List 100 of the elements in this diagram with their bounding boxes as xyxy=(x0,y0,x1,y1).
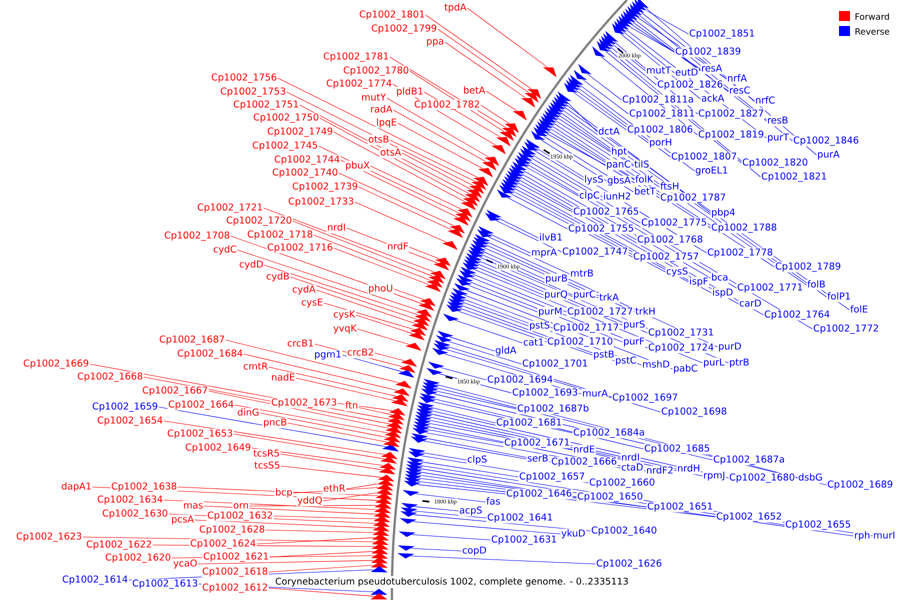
gene-label: tcsR5 xyxy=(253,450,279,457)
gene-label: Cp1002_1687a xyxy=(714,455,784,465)
leader-line xyxy=(496,220,562,252)
leader-line xyxy=(338,172,454,226)
leader-line xyxy=(430,410,729,478)
gene-label: ycaO xyxy=(173,559,197,568)
leader-line xyxy=(296,378,396,401)
leader-line xyxy=(468,284,538,312)
leader-line xyxy=(610,46,657,86)
gene-marker xyxy=(372,538,389,546)
gene-marker xyxy=(370,562,388,568)
gene-marker xyxy=(478,168,494,178)
gene-label: ftn xyxy=(345,401,358,408)
gene-label: Cp1002_1757 xyxy=(634,252,698,262)
gene-marker xyxy=(468,249,484,258)
gene-marker xyxy=(616,18,629,30)
leader-line xyxy=(444,354,582,394)
gene-label: cat1 xyxy=(524,338,544,346)
gene-label: resB xyxy=(768,116,788,124)
gene-label: pabC xyxy=(674,364,698,374)
gene-label: pcsA xyxy=(172,516,194,524)
gene-marker xyxy=(388,412,405,420)
gene-label: Cp1002_1839 xyxy=(676,47,740,57)
leader-line xyxy=(412,534,491,540)
leader-line xyxy=(422,452,467,460)
leader-line xyxy=(299,104,470,194)
leader-line xyxy=(577,87,671,158)
gene-label: Cp1002_1630 xyxy=(102,509,168,519)
leader-line xyxy=(424,92,501,138)
gene-label: nrdI xyxy=(328,223,345,231)
gene-marker xyxy=(372,529,390,536)
gene-label: dapA1 xyxy=(62,482,91,492)
leader-line xyxy=(525,166,579,196)
gene-label: tcsS5 xyxy=(254,461,280,469)
leader-line xyxy=(646,10,689,34)
gene-label: cydA xyxy=(292,285,316,294)
gene-marker xyxy=(413,318,430,326)
gene-marker xyxy=(428,274,444,284)
gene-label: purD xyxy=(719,342,741,352)
gene-marker xyxy=(384,435,400,443)
leader-line xyxy=(208,390,390,429)
leader-line xyxy=(230,236,423,304)
leader-line xyxy=(290,276,418,320)
gene-label: nrdF2 xyxy=(647,466,673,474)
gene-label: Cp1002_1710 xyxy=(548,337,612,347)
leader-line xyxy=(273,516,377,520)
gene-label: Cp1002_1620 xyxy=(106,553,170,563)
gene-label: Cp1002_1667 xyxy=(142,386,208,396)
leader-line xyxy=(251,448,384,466)
gene-marker xyxy=(537,121,552,131)
gene-marker xyxy=(398,531,416,537)
gene-label: Cp1002_1720 xyxy=(226,216,292,226)
gene-marker xyxy=(502,128,516,138)
leader-line xyxy=(342,354,402,372)
gene-label: Cp1002_1851 xyxy=(690,29,754,39)
gene-label: Cp1002_1669 xyxy=(24,359,88,369)
gene-label: cysS xyxy=(666,267,688,276)
gene-label: Cp1002_1654 xyxy=(98,416,162,426)
gene-marker xyxy=(448,229,464,238)
gene-label: gbsA xyxy=(608,176,631,186)
gene-label: Cp1002_1771 xyxy=(738,283,802,293)
leader-line xyxy=(440,367,487,380)
leader-line xyxy=(313,234,432,281)
gene-label: Cp1002_1826 xyxy=(658,80,722,90)
gene-label: betT xyxy=(635,187,656,195)
gene-label: pstS xyxy=(530,321,550,330)
gene-marker xyxy=(378,474,395,482)
leader-line xyxy=(386,98,489,158)
gene-label: copD xyxy=(462,546,486,556)
gene-marker xyxy=(542,67,557,78)
leader-line xyxy=(128,569,374,580)
leader-line xyxy=(480,254,573,296)
gene-label: Cp1002_1613 xyxy=(132,579,198,589)
gene-marker xyxy=(554,96,568,107)
gene-label: Cp1002_1622 xyxy=(86,540,151,550)
leader-line xyxy=(546,133,606,166)
leader-line xyxy=(488,236,570,274)
gene-label: resC xyxy=(730,86,750,94)
gene-label: mutT xyxy=(647,66,672,74)
leader-line xyxy=(163,500,378,510)
gene-label: orn xyxy=(234,503,248,509)
gene-marker xyxy=(385,426,402,434)
leader-line xyxy=(418,468,785,526)
leader-line xyxy=(486,241,718,348)
gene-label: Cp1002_1668 xyxy=(78,372,142,382)
leader-line xyxy=(530,157,641,224)
gene-label: Cp1002_1684 xyxy=(178,349,242,359)
gene-label: Cp1002_1640 xyxy=(592,526,656,536)
gene-label: Cp1002_1755 xyxy=(568,224,634,234)
gene-label: dinG xyxy=(238,408,258,416)
gene-label: Cp1002_1801 xyxy=(360,10,424,20)
gene-label: Cp1002_1716 xyxy=(268,243,332,253)
gene-marker xyxy=(374,511,391,518)
gene-marker xyxy=(448,298,464,306)
gene-label: clpC xyxy=(580,191,600,200)
gene-marker xyxy=(371,552,388,559)
gene-label: purA xyxy=(818,150,840,160)
leader-line xyxy=(561,108,827,298)
leader-line xyxy=(623,31,675,74)
gene-label: Cp1002_1787 xyxy=(660,193,726,203)
